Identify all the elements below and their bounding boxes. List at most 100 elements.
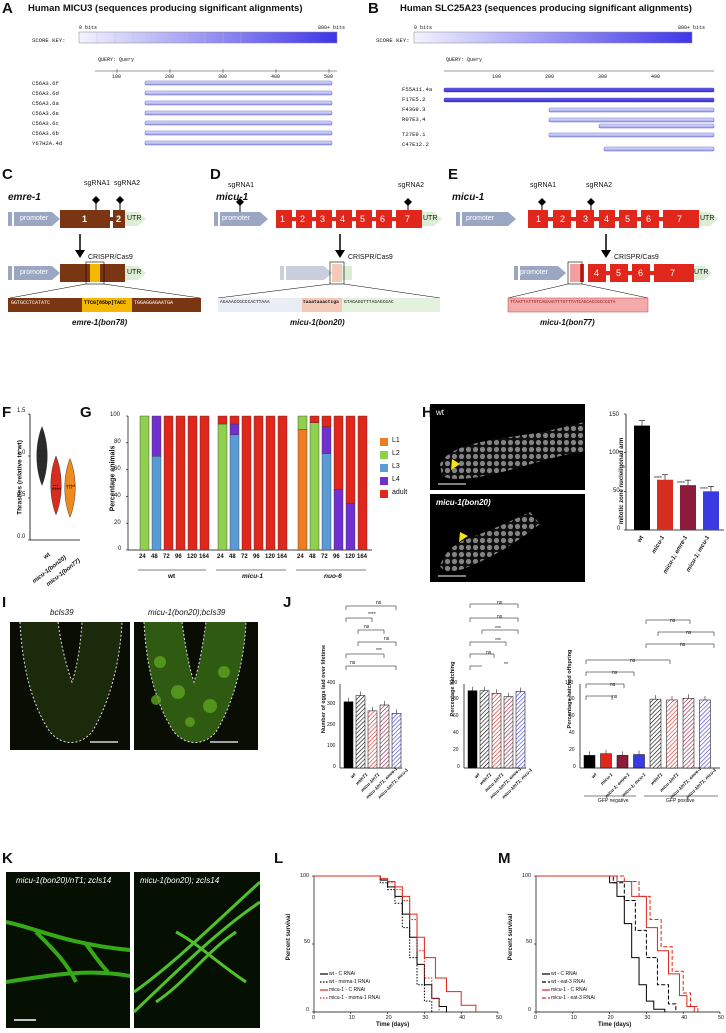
sequence: TTAATTATTGTCAGAAGTTTGTTTATCAGCACCGCCCGTA	[510, 300, 616, 305]
bar	[379, 704, 390, 769]
legend-label: micu-1 - C RNAi	[329, 987, 366, 993]
x-tick-label: 96	[175, 554, 182, 560]
survival-curve	[314, 875, 440, 1012]
legend-label: L1	[392, 437, 400, 444]
stacked-bar-segment	[297, 415, 308, 430]
significance-label: ns	[670, 618, 676, 624]
panel-letter-e: E	[448, 166, 459, 183]
intestine-fluorescence-images	[10, 622, 258, 750]
tick-label: 400	[271, 74, 281, 80]
exon-label: 4	[340, 214, 346, 224]
y-tick: 100	[609, 450, 620, 456]
stacked-bar-segment	[345, 502, 356, 551]
method-label: CRISPR/Cas9	[88, 254, 133, 261]
y-tick: 80	[114, 439, 121, 445]
exon-label: 7	[670, 268, 676, 278]
hit-bar	[144, 110, 333, 116]
exon-label: 1	[280, 214, 286, 224]
survival-curve	[536, 875, 666, 1012]
hit-name: F55A11.4a	[402, 86, 433, 93]
x-tick-label: 10	[570, 1015, 577, 1021]
y-tick: 60	[114, 466, 121, 472]
significance-label: ns	[680, 642, 686, 648]
x-tick-label: 72	[321, 554, 328, 560]
stacked-bar-segment	[229, 423, 240, 435]
significance-label: ****	[368, 612, 376, 618]
exon-label: 3	[583, 214, 589, 224]
bar	[467, 690, 478, 769]
y-axis-label: mitotic zone nuclei/gonad arm	[619, 437, 625, 525]
stacked-bar-segment	[217, 415, 228, 425]
significance-label: ns	[630, 658, 636, 664]
x-tick-label: 24	[139, 554, 146, 560]
stacked-bar-segment	[229, 434, 240, 551]
stacked-bar-segment	[163, 415, 174, 551]
significance-label: ns	[376, 600, 382, 606]
legend-label: wt - C RNAi	[551, 971, 578, 977]
panel-letter-g: G	[80, 404, 92, 421]
image-label: micu-1(bon20);bcIs39	[148, 608, 226, 617]
bar	[367, 710, 378, 769]
sequence-left: AGAAACCGCCCACTTAAA	[220, 300, 270, 305]
image-label: micu-1(bon20)/nT1; zcIs14	[16, 876, 112, 885]
y-tick: 100	[449, 680, 458, 686]
significance-label: ns	[497, 614, 503, 620]
y-tick: 50	[613, 488, 620, 494]
y-tick: 1.0	[17, 450, 26, 456]
exon-label: 3	[320, 214, 326, 224]
method-label: CRISPR/Cas9	[348, 254, 393, 261]
bar	[491, 692, 502, 769]
panel-letter-i: I	[2, 594, 7, 611]
x-tick-label: 40	[459, 1015, 466, 1021]
y-axis-label: Percent survival	[508, 913, 514, 961]
score-key-label: SCORE KEY:	[376, 37, 410, 44]
panel-letter-m: M	[498, 850, 511, 867]
x-tick-label: 164	[277, 554, 288, 560]
stacked-bar-segment	[333, 415, 344, 490]
hit-name: C56A3.6f	[32, 80, 59, 87]
hit-name: C56A3.6b	[32, 130, 59, 137]
bar	[391, 713, 402, 769]
exon-label: 7	[677, 214, 683, 224]
utr-label: UTR	[694, 269, 709, 276]
image-label: micu-1(bon20)	[436, 498, 491, 507]
sgrna2-label: sgRNA2	[398, 182, 425, 189]
significance-label: **	[504, 662, 508, 668]
promoter-label: promoter	[520, 269, 549, 276]
significance-label: ns	[612, 694, 618, 700]
y-tick: 0	[457, 764, 460, 770]
stacked-bar-segment	[345, 415, 356, 504]
significance-label: ***	[376, 648, 382, 654]
stacked-bar-segment	[229, 415, 240, 425]
tick-label: 200	[165, 74, 175, 80]
panel-letter-c: C	[2, 166, 13, 183]
gene-name: emre-1	[8, 192, 41, 203]
y-tick: 60	[453, 713, 459, 719]
y-tick: 150	[609, 412, 620, 418]
y-tick: 100	[300, 873, 309, 879]
exon-label: 6	[646, 214, 652, 224]
stacked-bar-segment	[217, 423, 228, 551]
hit-name: Y67H2A.4d	[32, 140, 63, 147]
legend-label: micu-1 - C RNAi	[551, 987, 588, 993]
significance: ****	[654, 476, 662, 482]
legend-swatch	[380, 464, 388, 472]
bar	[680, 485, 696, 530]
legend-swatch	[380, 477, 388, 485]
hit-bar	[144, 80, 333, 86]
sgrna2-label: sgRNA2	[586, 182, 613, 189]
sequence-left: GGTGCCTCATATC	[11, 300, 51, 306]
legend-swatch	[380, 451, 388, 459]
legend-label: wt - moma-1 RNAi	[329, 979, 370, 985]
strain-label: nuo-6	[324, 573, 342, 580]
x-tick-label: 96	[253, 554, 260, 560]
x-tick-label: 48	[309, 554, 316, 560]
panel-letter-b: B	[368, 0, 379, 17]
panel-letter-h: H	[422, 404, 433, 421]
significance-label: ns	[384, 636, 390, 642]
panel-letter-l: L	[274, 850, 284, 867]
legend-swatch	[380, 490, 388, 498]
score-key-bar	[78, 31, 338, 44]
bar	[343, 701, 354, 769]
stacked-bar-segment	[333, 489, 344, 551]
